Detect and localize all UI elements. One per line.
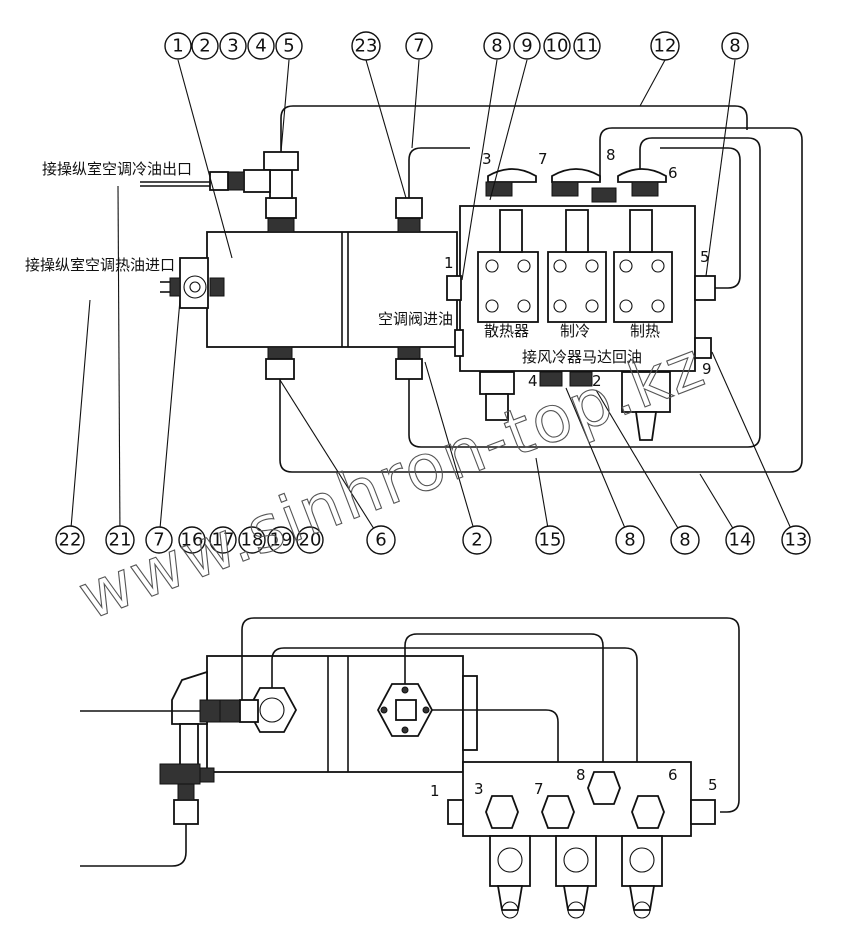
svg-text:7: 7: [538, 150, 548, 168]
svg-text:2: 2: [471, 530, 482, 551]
callout-bubble: 8: [483, 32, 511, 60]
callout-bubble: 15: [535, 525, 565, 555]
svg-text:22: 22: [59, 530, 82, 551]
callout-bubble: 4: [247, 32, 275, 60]
callout-bubble: 17: [209, 526, 237, 554]
svg-text:7: 7: [153, 530, 164, 551]
fan-motor-return-label: 接风冷器马达回油: [522, 348, 642, 366]
callout-bubble: 8: [615, 525, 645, 555]
svg-text:8: 8: [679, 530, 690, 551]
svg-text:18: 18: [241, 530, 264, 551]
svg-text:6: 6: [375, 530, 386, 551]
callout-bubble: 5: [275, 32, 303, 60]
callout-bubble: 13: [781, 525, 811, 555]
svg-text:7: 7: [534, 780, 544, 798]
callout-bubble: 14: [725, 525, 755, 555]
bottom-view: [80, 617, 740, 919]
svg-text:5: 5: [283, 36, 294, 57]
svg-text:9: 9: [521, 36, 532, 57]
svg-text:5: 5: [708, 776, 718, 794]
ac-valve-inlet-label: 空调阀进油: [378, 310, 453, 328]
svg-text:2: 2: [592, 372, 602, 390]
svg-text:10: 10: [546, 36, 569, 57]
callouts-bottom: 22 21 7 16 17 18 19 20 6 2 15 8 8 14 13: [55, 525, 811, 555]
svg-text:13: 13: [785, 530, 808, 551]
svg-text:21: 21: [109, 530, 132, 551]
callout-bubble: 22: [55, 525, 85, 555]
heating-label: 制热: [630, 322, 660, 340]
svg-text:6: 6: [668, 766, 678, 784]
callout-bubble: 16: [178, 526, 206, 554]
top-view: [140, 105, 803, 473]
svg-text:3: 3: [474, 780, 484, 798]
callout-bubble: 6: [366, 525, 396, 555]
svg-text:14: 14: [729, 530, 752, 551]
callouts-top: 1 2 3 4 5 23 7 8 9 10 11 12 8: [164, 31, 749, 61]
svg-text:8: 8: [606, 146, 616, 164]
leader-lines: [69, 59, 797, 541]
svg-text:4: 4: [528, 372, 538, 390]
callout-bubble: 19: [267, 526, 295, 554]
svg-text:11: 11: [576, 36, 599, 57]
svg-text:7: 7: [413, 36, 424, 57]
svg-text:8: 8: [576, 766, 586, 784]
diagram-labels: 接操纵室空调冷油出口 接操纵室空调热油进口 空调阀进油 散热器 制冷 制热 接风…: [25, 160, 660, 366]
svg-text:1: 1: [172, 36, 183, 57]
valve-section-heating: [613, 168, 673, 323]
svg-text:15: 15: [539, 530, 562, 551]
svg-text:5: 5: [700, 248, 710, 266]
svg-text:16: 16: [181, 530, 204, 551]
svg-text:4: 4: [255, 36, 266, 57]
cooling-label: 制冷: [560, 322, 590, 340]
callout-bubble: 23: [351, 31, 381, 61]
callout-bubble: 8: [721, 32, 749, 60]
callout-bubble: 12: [650, 31, 680, 61]
callout-bubble: 9: [513, 32, 541, 60]
callout-bubble: 21: [105, 525, 135, 555]
callout-bubble: 18: [238, 526, 266, 554]
svg-text:9: 9: [702, 360, 712, 378]
callout-bubble: 1: [164, 32, 192, 60]
svg-text:6: 6: [668, 164, 678, 182]
port-numbers-top: 1 3 7 8 6 5 4 2 9: [444, 146, 712, 390]
svg-text:8: 8: [729, 36, 740, 57]
svg-text:8: 8: [624, 530, 635, 551]
svg-text:20: 20: [299, 530, 322, 551]
valve-section-cooling: [547, 168, 617, 323]
cab-ac-cold-outlet-label: 接操纵室空调冷油出口: [42, 160, 192, 178]
callout-bubble: 11: [573, 32, 601, 60]
svg-text:19: 19: [270, 530, 293, 551]
callout-bubble: 8: [670, 525, 700, 555]
callout-bubble: 7: [145, 526, 173, 554]
svg-text:17: 17: [212, 530, 235, 551]
cab-ac-hot-inlet-label: 接操纵室空调热油进口: [25, 256, 175, 274]
svg-text:12: 12: [654, 36, 677, 57]
callout-bubble: 7: [405, 32, 433, 60]
svg-text:3: 3: [482, 150, 492, 168]
radiator-label: 散热器: [484, 322, 529, 340]
svg-text:1: 1: [444, 254, 454, 272]
callout-bubble: 2: [191, 32, 219, 60]
watermark: www.sinhron-top.kz: [69, 328, 715, 635]
svg-text:3: 3: [227, 36, 238, 57]
svg-text:8: 8: [491, 36, 502, 57]
callout-bubble: 10: [543, 32, 571, 60]
callout-bubble: 20: [296, 526, 324, 554]
svg-text:1: 1: [430, 782, 440, 800]
valve-section-radiator: [477, 168, 539, 323]
svg-text:23: 23: [355, 36, 378, 57]
svg-text:2: 2: [199, 36, 210, 57]
valve-body: [206, 231, 458, 348]
port-numbers-bottom: 1 3 7 8 6 5: [430, 766, 718, 800]
callout-bubble: 3: [219, 32, 247, 60]
callout-bubble: 2: [462, 525, 492, 555]
